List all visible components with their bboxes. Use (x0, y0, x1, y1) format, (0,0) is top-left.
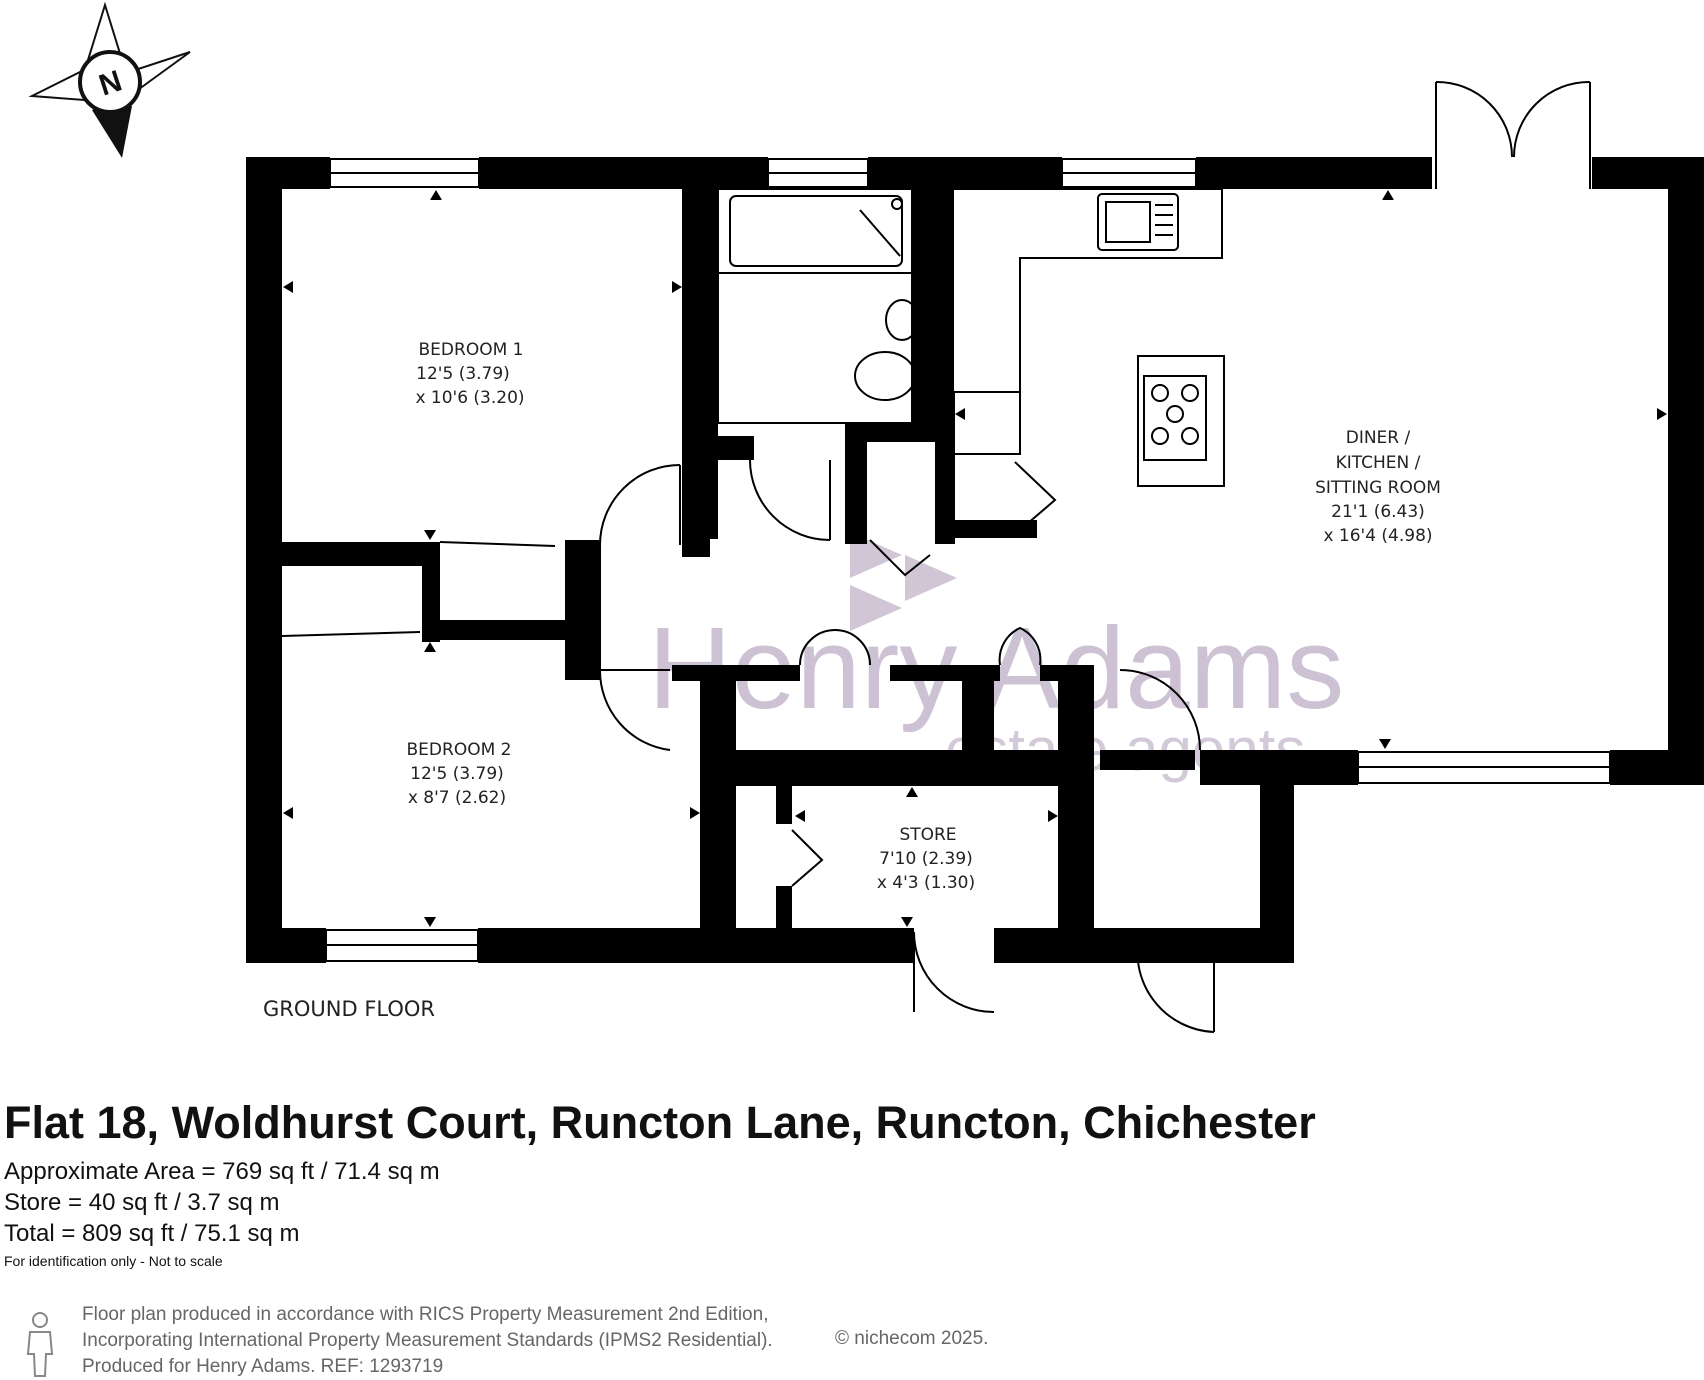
bedroom2-name: BEDROOM 2 (407, 740, 512, 760)
copyright: © nichecom 2025. (835, 1328, 989, 1349)
store-dim2: x 4'3 (1.30) (877, 873, 975, 893)
diner-dim2: x 16'4 (4.98) (1323, 526, 1432, 546)
wall-exit-stub (1212, 928, 1294, 963)
room-bedroom1: BEDROOM 1 12'5 (3.79) x 10'6 (3.20) (415, 340, 524, 408)
footer: Floor plan produced in accordance with R… (20, 1302, 988, 1380)
footer-line3: Produced for Henry Adams. REF: 1293719 (82, 1356, 444, 1377)
scale-note: For identification only - Not to scale (4, 1252, 223, 1269)
diner-name2: KITCHEN / (1336, 453, 1421, 473)
property-info: Flat 18, Woldhurst Court, Runcton Lane, … (4, 1098, 1504, 1269)
room-bedroom2: BEDROOM 2 12'5 (3.79) x 8'7 (2.62) (407, 740, 512, 808)
hob-icon (1143, 375, 1207, 461)
walls (246, 157, 1704, 963)
bathtub-icon (717, 188, 913, 274)
wall-right-stub (1312, 157, 1432, 189)
bedroom1-dim1: 12'5 (3.79) (416, 364, 510, 384)
room-store: STORE 7'10 (2.39) x 4'3 (1.30) (877, 825, 975, 893)
room-diner-kitchen: DINER / KITCHEN / SITTING ROOM 21'1 (6.4… (1315, 428, 1441, 546)
floor-label: GROUND FLOOR (263, 997, 435, 1021)
diner-name3: SITTING ROOM (1315, 478, 1441, 498)
worktop (954, 188, 1223, 455)
toilet-icon (854, 351, 916, 401)
store-dim1: 7'10 (2.39) (879, 849, 973, 869)
kitchen-island (1137, 355, 1225, 487)
person-icon (26, 1312, 54, 1377)
property-title: Flat 18, Woldhurst Court, Runcton Lane, … (4, 1097, 1316, 1148)
approximate-area: Approximate Area = 769 sq ft / 71.4 sq m (4, 1157, 440, 1185)
watermark: Henry Adams estate agents (648, 532, 1344, 783)
sink-icon (1097, 193, 1179, 251)
footer-line2: Incorporating International Property Mea… (82, 1330, 773, 1351)
fixtures (281, 188, 1225, 637)
dimension-arrows (283, 190, 1667, 927)
basin-icon (885, 299, 919, 341)
store-name: STORE (899, 825, 956, 845)
footer-line1: Floor plan produced in accordance with R… (82, 1304, 769, 1325)
diner-name1: DINER / (1346, 428, 1411, 448)
total-area: Total = 809 sq ft / 75.1 sq m (4, 1219, 300, 1247)
cupboard (953, 391, 1021, 455)
store-area: Store = 40 sq ft / 3.7 sq m (4, 1188, 280, 1216)
bedroom1-dim2: x 10'6 (3.20) (415, 388, 524, 408)
compass-icon: N (28, 1, 191, 158)
diner-dim1: 21'1 (6.43) (1331, 502, 1425, 522)
windows (325, 158, 1611, 962)
doors (598, 459, 1215, 1033)
bedroom2-dim2: x 8'7 (2.62) (408, 788, 506, 808)
bedroom1-name: BEDROOM 1 (419, 340, 524, 360)
bedroom2-dim1: 12'5 (3.79) (410, 764, 504, 784)
french-doors (1435, 80, 1591, 189)
